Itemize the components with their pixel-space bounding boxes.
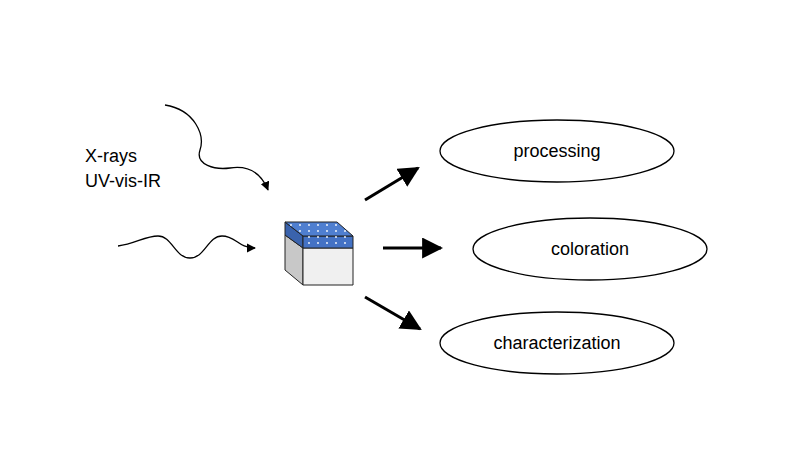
- wave-top: [165, 105, 268, 190]
- node-label: processing: [513, 141, 600, 162]
- node-label: characterization: [493, 333, 620, 354]
- process-ellipse: processing: [439, 119, 675, 183]
- wave-bottom: [118, 236, 255, 258]
- sample-cube: [285, 222, 353, 285]
- node-label: coloration: [551, 239, 629, 260]
- process-ellipse: coloration: [472, 217, 708, 281]
- radiation-label: UV-vis-IR: [85, 171, 161, 192]
- output-arrows: [365, 168, 441, 329]
- process-ellipse: characterization: [439, 311, 675, 375]
- radiation-label: X-rays: [85, 146, 137, 167]
